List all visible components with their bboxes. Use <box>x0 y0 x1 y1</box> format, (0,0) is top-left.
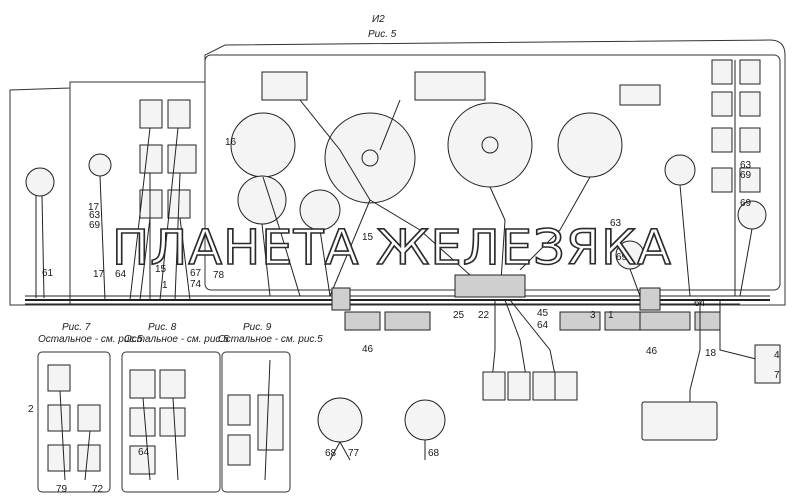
connector-right <box>754 344 781 384</box>
callout: 63 <box>89 210 101 221</box>
connector-row-center <box>559 311 721 331</box>
gauge-small-left-wire <box>99 175 106 301</box>
callout: 77 <box>348 448 360 459</box>
callout: 45 <box>537 308 549 319</box>
callout: 64 <box>694 298 706 309</box>
callout: 64 <box>115 269 127 280</box>
callout: 1 <box>162 280 168 291</box>
inset-fig9 <box>221 351 291 493</box>
callout: 15 <box>155 264 167 275</box>
callout: 72 <box>92 484 104 495</box>
callout: 69 <box>740 170 752 181</box>
sheet-label: И2 <box>372 14 385 25</box>
callout: 17 <box>93 269 105 280</box>
inset-fig7 <box>37 351 111 493</box>
gauge-2 <box>237 175 287 225</box>
callout: 69 <box>616 252 628 263</box>
connector-row-left <box>344 311 431 331</box>
inset-fig8-title: Рис. 8 <box>148 322 177 333</box>
junction-block-1 <box>331 287 351 311</box>
lamp-left <box>25 167 55 197</box>
callout: 46 <box>362 344 374 355</box>
callout: 67 <box>190 268 202 279</box>
tachometer-hub <box>481 136 499 154</box>
callout: 46 <box>646 346 658 357</box>
callout: 22 <box>478 310 490 321</box>
gauge-small-right <box>664 154 696 186</box>
instrument-unit-bottom <box>641 401 718 441</box>
right-gauges-wires <box>629 184 753 297</box>
callout: 7 <box>774 370 780 381</box>
fuse-block <box>454 274 526 298</box>
callout: 63 <box>740 160 752 171</box>
gauge-1 <box>230 112 296 178</box>
inset-fig7-title: Рис. 7 <box>62 322 91 333</box>
callout: 64 <box>138 447 150 458</box>
indicator-block-1 <box>261 71 308 101</box>
speedometer-hub <box>361 149 379 167</box>
indicator-block-3 <box>619 84 661 106</box>
dashboard-outline <box>9 39 786 306</box>
inset-fig8 <box>121 351 221 493</box>
gauge-harness <box>261 99 591 297</box>
switch-assembly-68-77 <box>317 397 363 461</box>
lamp-left-wires <box>35 195 45 299</box>
junction-block-2 <box>639 287 661 311</box>
watermark: ПЛАНЕТА ЖЕЛЕЗЯКА <box>112 220 672 276</box>
callout: 78 <box>213 270 225 281</box>
callout: 1 <box>608 310 614 321</box>
callout: 4 <box>774 350 780 361</box>
callout: 25 <box>453 310 465 321</box>
callout: 15 <box>362 232 374 243</box>
callout: 3 <box>590 310 596 321</box>
gauge-4 <box>557 112 623 178</box>
gauge-small-left <box>88 153 112 177</box>
callout: 18 <box>705 348 717 359</box>
inset-fig9-note: Остальное - см. рис.5 <box>218 334 323 345</box>
switch-assembly-68 <box>404 399 446 460</box>
indicator-block-2 <box>414 71 486 101</box>
relay-group <box>482 371 578 401</box>
inset-fig8-note: Остальное - см. рис.5 <box>124 334 229 345</box>
inset-fig9-title: Рис. 9 <box>243 322 272 333</box>
callout: 16 <box>225 137 237 148</box>
callout: 63 <box>610 218 622 229</box>
callout: 74 <box>190 279 202 290</box>
inset-fig7-note: Остальное - см. рис.5 <box>38 334 143 345</box>
callout: 69 <box>740 198 752 209</box>
switch-block-wires <box>129 127 191 301</box>
callout: 61 <box>42 268 54 279</box>
switch-column-right <box>711 59 761 193</box>
figure-label: Рис. 5 <box>368 29 397 40</box>
callout: 17 <box>88 202 100 213</box>
callout: 68 <box>428 448 440 459</box>
callout: 69 <box>89 220 101 231</box>
callout: 68 <box>325 448 337 459</box>
callout: 2 <box>28 404 34 415</box>
switch-block-left <box>139 99 197 219</box>
callout: 64 <box>537 320 549 331</box>
callout: 79 <box>56 484 68 495</box>
